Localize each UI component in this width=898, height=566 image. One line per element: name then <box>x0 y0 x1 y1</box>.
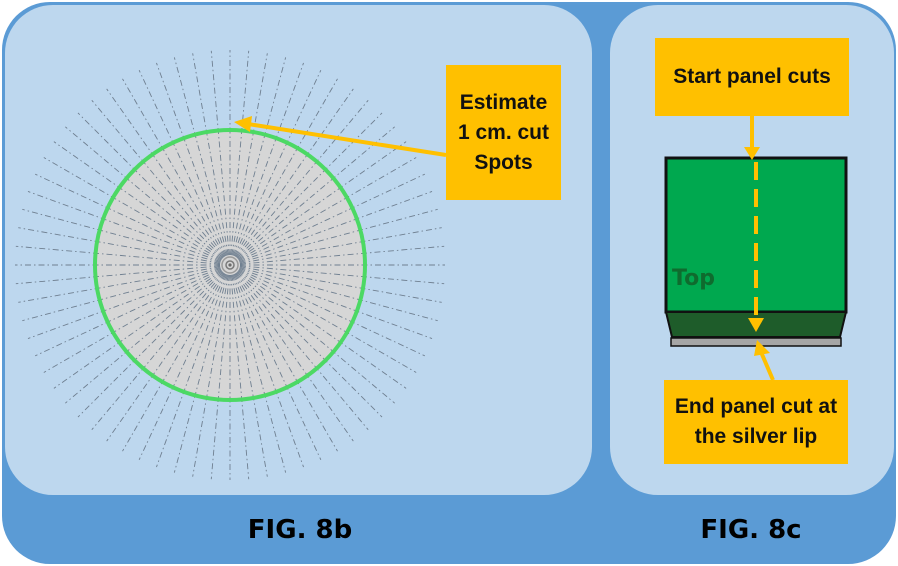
center-target-icon <box>221 256 239 274</box>
cut-spots-callout: Estimate 1 cm. cut Spots <box>446 65 561 200</box>
top-label: Top <box>672 266 715 291</box>
cut-spot-arrow-head <box>234 116 252 132</box>
end-cut-callout-line-2: the silver lip <box>694 425 818 448</box>
cut-spot-arrow-line <box>247 122 447 157</box>
cut-spots-callout-line-2: 1 cm. cut <box>457 120 550 144</box>
fig8b-caption: FIG. 8b <box>247 515 353 545</box>
cut-spots-callout-line-1: Estimate <box>459 90 548 114</box>
end-cut-callout-line-1: End panel cut at <box>674 395 838 418</box>
start-cuts-callout: Start panel cuts <box>655 38 849 116</box>
fig8c-caption: FIG. 8c <box>700 515 802 545</box>
cut-circle-ring <box>93 128 367 402</box>
cut-end-arrow-head <box>748 318 764 332</box>
start-cuts-callout-text: Start panel cuts <box>673 65 831 88</box>
start-cut-arrow-head <box>744 147 760 160</box>
cut-spots-callout-line-3: Spots <box>474 150 533 174</box>
end-cut-arrow-head <box>754 340 770 356</box>
end-cut-arrow-line <box>759 351 775 381</box>
end-cut-callout: End panel cut at the silver lip <box>664 380 848 464</box>
silver-lip <box>670 337 842 347</box>
